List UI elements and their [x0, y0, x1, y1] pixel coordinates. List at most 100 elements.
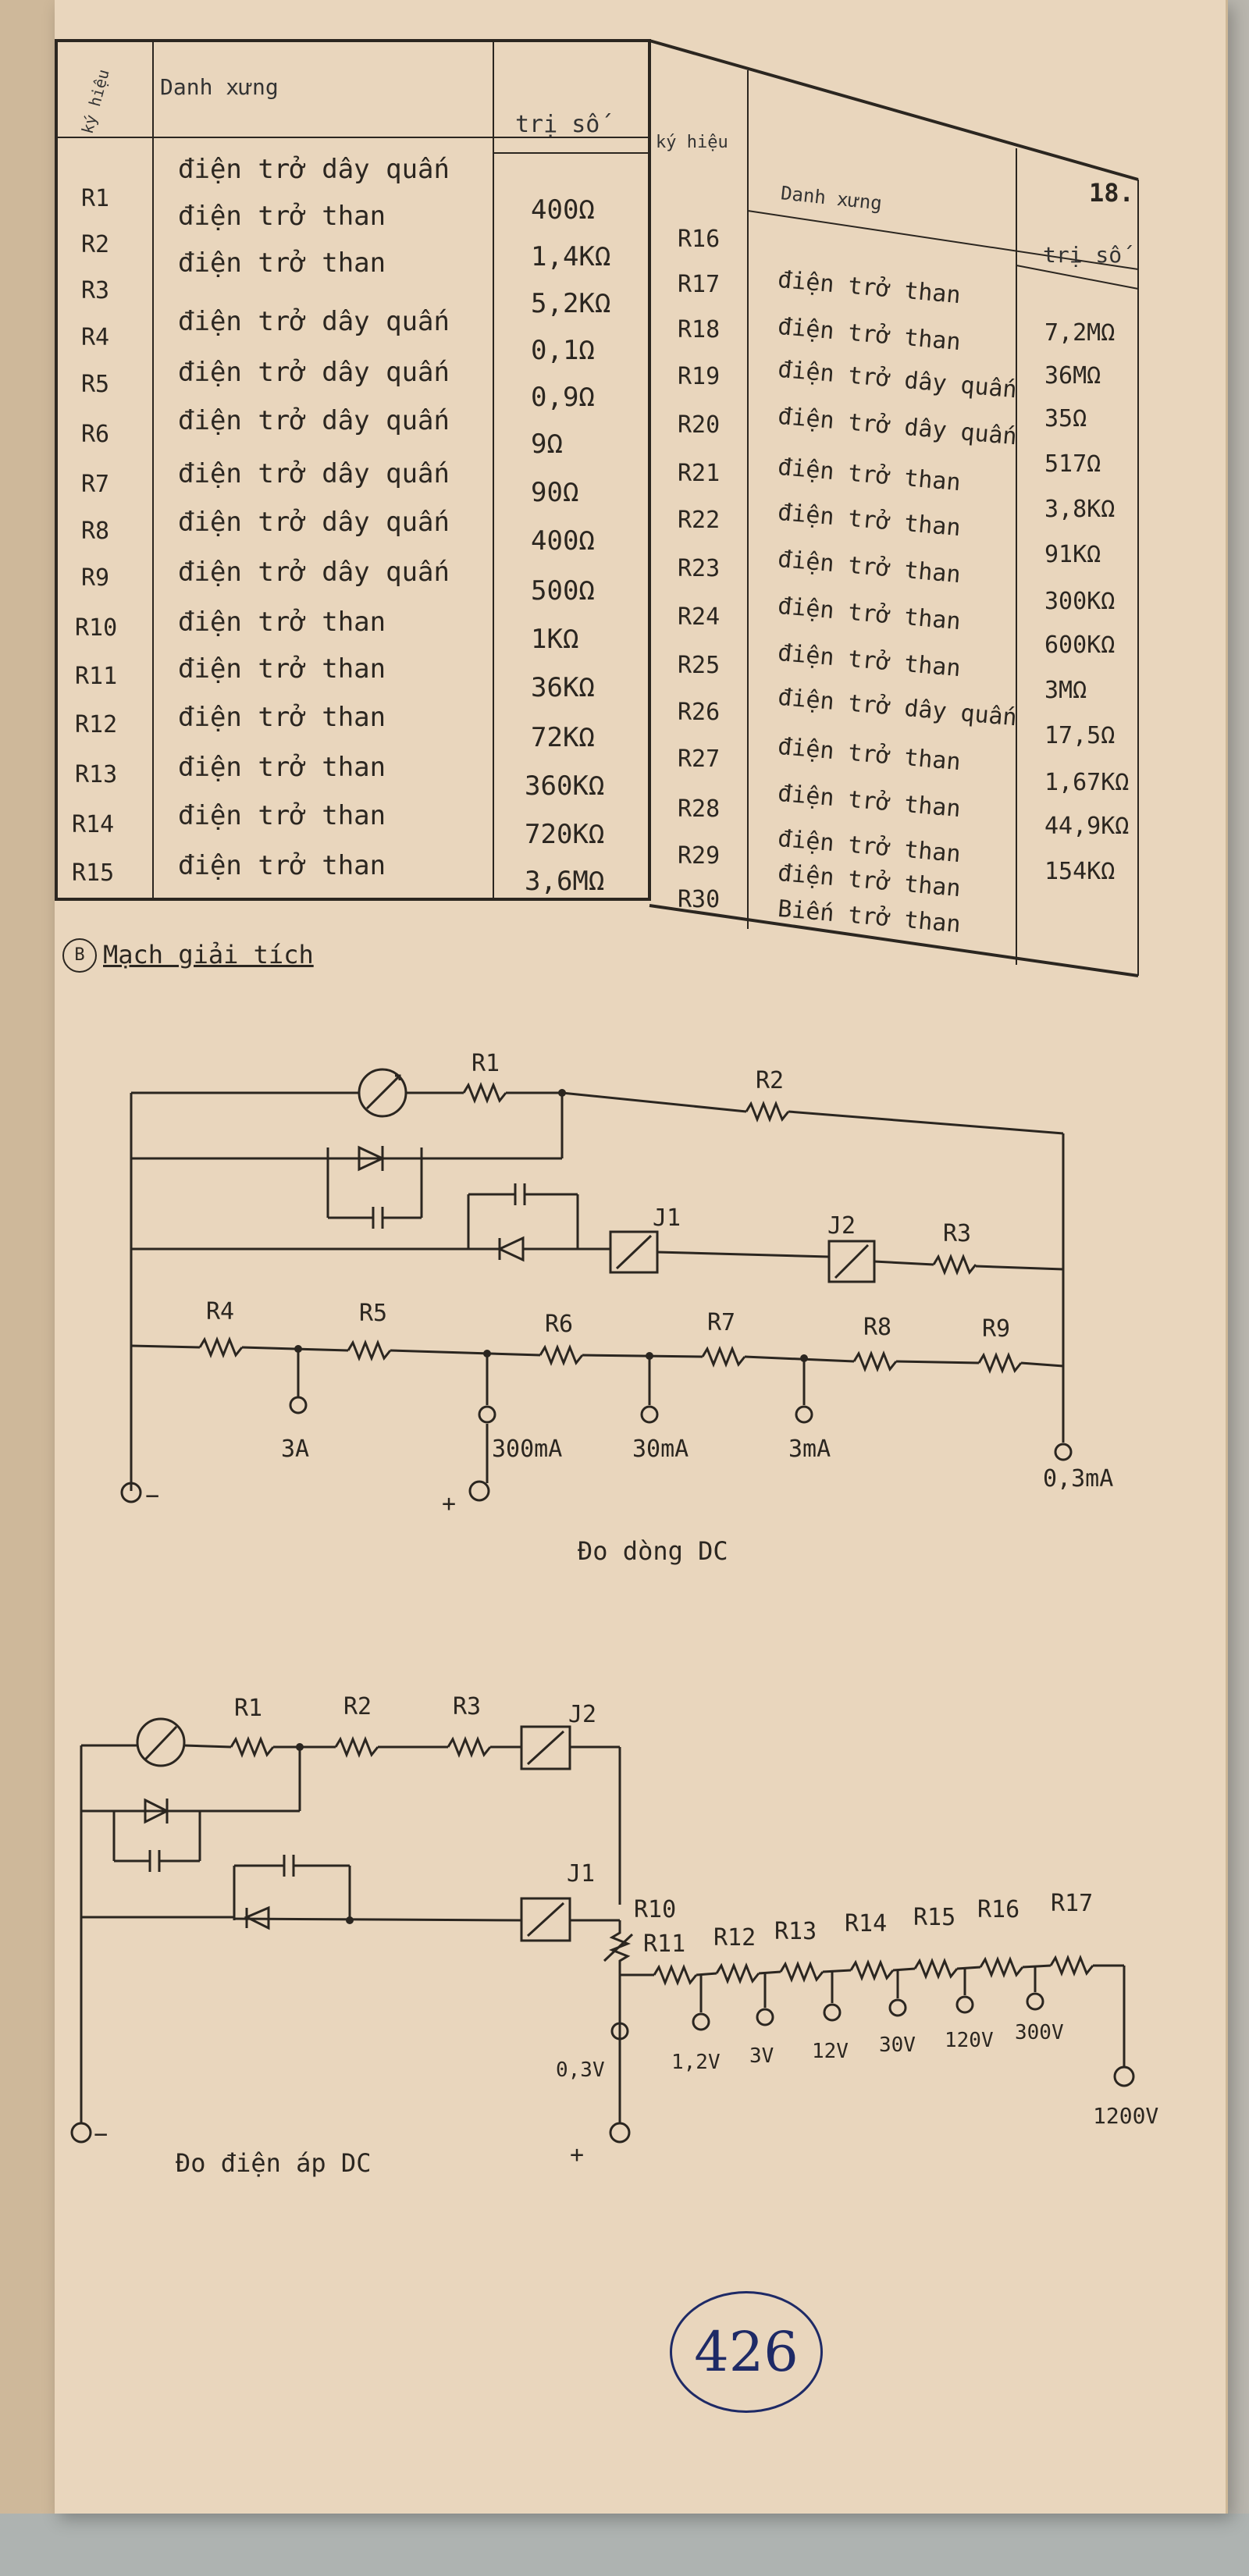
left-row-symbol: R8	[81, 518, 110, 545]
label-j2: J2	[827, 1212, 856, 1240]
label-r2: R2	[343, 1693, 372, 1720]
label-3a: 3A	[281, 1436, 309, 1463]
left-row-symbol: R6	[81, 421, 110, 448]
label-r3: R3	[943, 1220, 971, 1247]
component-table-grid	[55, 39, 1139, 977]
right-row-value: 35Ω	[1044, 405, 1087, 432]
label-j1: J1	[567, 1860, 595, 1888]
label-r15: R15	[913, 1904, 955, 1931]
left-row-symbol: R15	[72, 859, 115, 887]
right-row-value: 36MΩ	[1044, 362, 1101, 390]
label-0-3v: 0,3V	[556, 2058, 605, 2082]
left-row-symbol: R13	[75, 761, 118, 788]
label-r5: R5	[359, 1300, 387, 1327]
label-r3: R3	[453, 1693, 481, 1720]
label-12v: 12V	[812, 2040, 849, 2063]
left-row-symbol: R1	[81, 185, 110, 212]
left-row-name: điện trở than	[178, 800, 386, 831]
label-r1: R1	[471, 1050, 500, 1077]
label-r17: R17	[1051, 1890, 1093, 1917]
label-30ma: 30mA	[632, 1436, 689, 1463]
left-row-value: 500Ω	[531, 575, 595, 607]
left-row-value: 1,4KΩ	[531, 241, 611, 272]
left-row-symbol: R12	[75, 711, 118, 738]
right-row-symbol: R17	[678, 271, 721, 298]
label-positive: +	[442, 1490, 456, 1517]
left-row-name: điện trở dây quấn	[178, 154, 450, 185]
right-row-symbol: R19	[678, 363, 721, 390]
left-row-value: 9Ω	[531, 429, 563, 460]
right-row-value: 1,67KΩ	[1044, 769, 1130, 796]
left-row-name: điện trở dây quấn	[178, 357, 450, 388]
left-row-value: 360KΩ	[525, 770, 605, 802]
left-row-symbol: R14	[72, 811, 115, 838]
right-row-symbol: R24	[678, 603, 721, 631]
document-page	[55, 0, 1228, 2514]
left-row-name: điện trở than	[178, 247, 386, 279]
left-row-value: 0,1Ω	[531, 335, 595, 366]
left-row-symbol: R2	[81, 231, 110, 258]
page-number: 18.	[1089, 178, 1134, 208]
left-row-value: 5,2KΩ	[531, 288, 611, 319]
left-row-name: điện trở dây quấn	[178, 458, 450, 489]
left-row-name: điện trở than	[178, 752, 386, 783]
label-r12: R12	[713, 1924, 756, 1952]
label-r14: R14	[845, 1910, 887, 1937]
left-row-value: 400Ω	[531, 194, 595, 226]
background-bottom	[0, 2514, 1249, 2576]
right-row-value: 517Ω	[1044, 450, 1101, 478]
right-row-symbol: R21	[678, 460, 721, 487]
label-r9: R9	[982, 1315, 1010, 1343]
label-3ma: 3mA	[788, 1436, 831, 1463]
left-header-name: Danh xưng	[160, 74, 279, 100]
left-row-value: 72KΩ	[531, 722, 595, 753]
left-row-value: 1KΩ	[531, 624, 579, 655]
label-negative: −	[94, 2121, 108, 2148]
label-r8: R8	[863, 1314, 891, 1341]
left-row-value: 720KΩ	[525, 819, 605, 850]
left-row-value: 400Ω	[531, 525, 595, 557]
label-j1: J1	[653, 1204, 681, 1232]
caption-dc-voltage: Đo điện áp DC	[176, 2148, 372, 2178]
label-r16: R16	[977, 1896, 1019, 1923]
right-header-symbol: ký hiệu	[656, 133, 728, 152]
label-300v: 300V	[1015, 2021, 1064, 2044]
right-row-symbol: R20	[678, 411, 721, 439]
right-row-value: 154KΩ	[1044, 858, 1116, 885]
label-r1: R1	[234, 1695, 262, 1722]
section-title: Mạch giải tích	[103, 940, 314, 970]
right-row-symbol: R16	[678, 226, 721, 253]
right-row-symbol: R28	[678, 795, 721, 823]
right-row-value: 17,5Ω	[1044, 722, 1116, 749]
right-row-symbol: R23	[678, 555, 721, 582]
left-row-name: điện trở dây quấn	[178, 306, 450, 337]
left-row-value: 3,6MΩ	[525, 866, 605, 897]
label-r2: R2	[756, 1067, 784, 1094]
caption-dc-current: Đo dòng DC	[578, 1536, 728, 1566]
left-row-symbol: R9	[81, 564, 110, 592]
label-r10: R10	[634, 1896, 676, 1923]
right-row-value: 3MΩ	[1044, 677, 1087, 704]
label-r13: R13	[774, 1918, 817, 1945]
right-row-value: 44,9KΩ	[1044, 813, 1130, 840]
left-row-symbol: R4	[81, 324, 110, 351]
label-r7: R7	[707, 1309, 735, 1336]
left-row-symbol: R7	[81, 471, 110, 498]
right-row-symbol: R29	[678, 842, 721, 870]
left-row-value: 90Ω	[531, 477, 579, 508]
right-row-value: 600KΩ	[1044, 632, 1116, 659]
left-row-name: điện trở than	[178, 653, 386, 685]
right-header-value: trị số	[1043, 242, 1123, 268]
label-120v: 120V	[945, 2029, 994, 2052]
label-r6: R6	[545, 1311, 573, 1338]
label-r4: R4	[206, 1298, 234, 1325]
label-positive: +	[570, 2141, 584, 2169]
left-row-symbol: R5	[81, 371, 110, 398]
label-300ma: 300mA	[492, 1436, 562, 1463]
folio-number: 426	[670, 2291, 823, 2413]
right-row-value: 7,2MΩ	[1044, 319, 1116, 347]
left-row-name: điện trở than	[178, 607, 386, 638]
label-0-3ma: 0,3mA	[1043, 1465, 1113, 1493]
right-row-symbol: R30	[678, 886, 721, 913]
